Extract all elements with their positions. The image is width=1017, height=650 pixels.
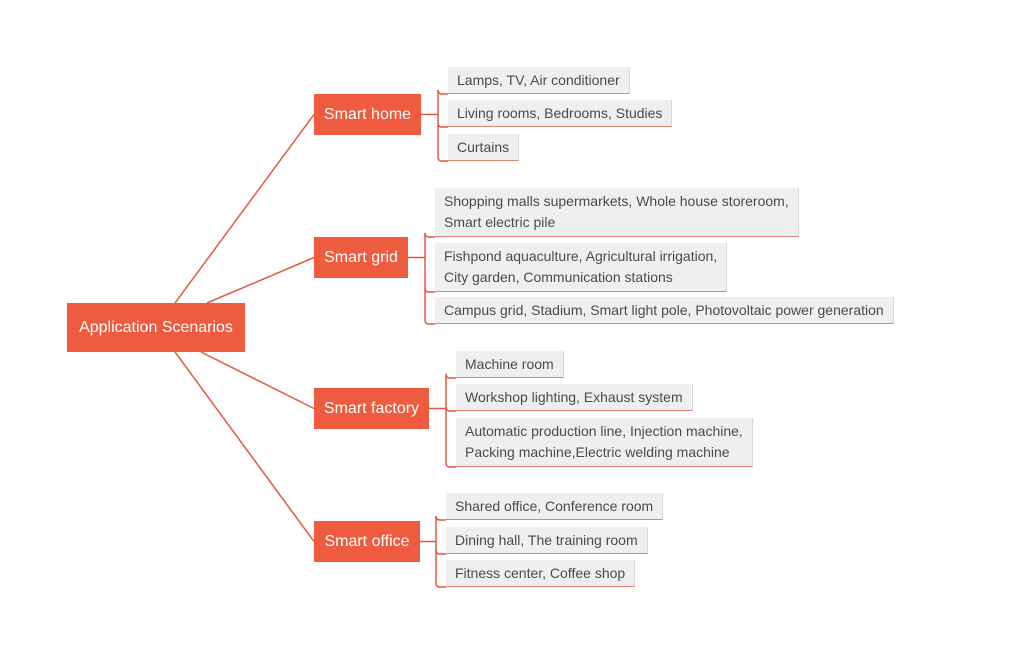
- leaf-label: Machine room: [465, 355, 554, 372]
- root-node[interactable]: Application Scenarios: [67, 303, 245, 352]
- leaf-link: [435, 549, 446, 555]
- leaf-link: [437, 122, 448, 128]
- leaf-node[interactable]: Dining hall, The training room: [446, 527, 648, 554]
- leaf-link: [424, 287, 435, 293]
- leaf-node[interactable]: Workshop lighting, Exhaust system: [456, 384, 693, 411]
- leaf-link: [435, 515, 446, 521]
- leaf-link: [437, 156, 448, 162]
- branch-label: Smart grid: [324, 248, 398, 266]
- leaf-node[interactable]: Shared office, Conference room: [446, 493, 664, 520]
- leaf-link: [435, 582, 446, 588]
- leaf-link: [445, 406, 456, 412]
- branch-label: Smart office: [324, 532, 410, 550]
- leaf-label: Lamps, TV, Air conditioner: [457, 71, 620, 88]
- root-label: Application Scenarios: [79, 318, 233, 336]
- leaf-node[interactable]: Fishpond aquaculture, Agricultural irrig…: [435, 243, 728, 292]
- leaf-label: Workshop lighting, Exhaust system: [465, 388, 683, 405]
- branch-smart-grid[interactable]: Smart grid: [314, 237, 408, 278]
- leaf-label: Living rooms, Bedrooms, Studies: [457, 104, 663, 121]
- branch-smart-office[interactable]: Smart office: [314, 521, 420, 562]
- root-branch-link: [174, 351, 315, 542]
- leaf-label: Fitness center, Coffee shop: [455, 564, 626, 581]
- branch-smart-home[interactable]: Smart home: [314, 94, 421, 135]
- leaf-label: Curtains: [457, 138, 510, 155]
- leaf-label: Automatic production line, Injection mac…: [465, 423, 743, 460]
- leaf-label: Shared office, Conference room: [455, 497, 654, 514]
- leaf-node[interactable]: Lamps, TV, Air conditioner: [448, 67, 630, 94]
- leaf-link: [437, 89, 448, 95]
- leaf-node[interactable]: Fitness center, Coffee shop: [446, 560, 636, 587]
- leaf-label: Campus grid, Stadium, Smart light pole, …: [444, 301, 884, 318]
- root-branch-link: [174, 114, 315, 304]
- leaf-node[interactable]: Shopping malls supermarkets, Whole house…: [435, 188, 799, 237]
- leaf-link: [445, 373, 456, 379]
- root-branch-link: [200, 351, 315, 410]
- leaf-label: Fishpond aquaculture, Agricultural irrig…: [444, 248, 718, 285]
- leaf-node[interactable]: Automatic production line, Injection mac…: [456, 418, 753, 467]
- branch-label: Smart home: [323, 105, 412, 123]
- leaf-node[interactable]: Curtains: [448, 134, 520, 161]
- leaf-label: Shopping malls supermarkets, Whole house…: [444, 193, 789, 230]
- leaf-link: [424, 232, 435, 238]
- leaf-node[interactable]: Living rooms, Bedrooms, Studies: [448, 100, 673, 127]
- branch-smart-factory[interactable]: Smart factory: [314, 388, 429, 429]
- leaf-link: [424, 319, 435, 325]
- root-branch-link: [206, 256, 315, 304]
- branch-label: Smart factory: [323, 399, 420, 417]
- leaf-link: [445, 462, 456, 468]
- leaf-label: Dining hall, The training room: [455, 531, 638, 548]
- leaf-node[interactable]: Campus grid, Stadium, Smart light pole, …: [435, 297, 894, 324]
- leaf-node[interactable]: Machine room: [456, 351, 564, 378]
